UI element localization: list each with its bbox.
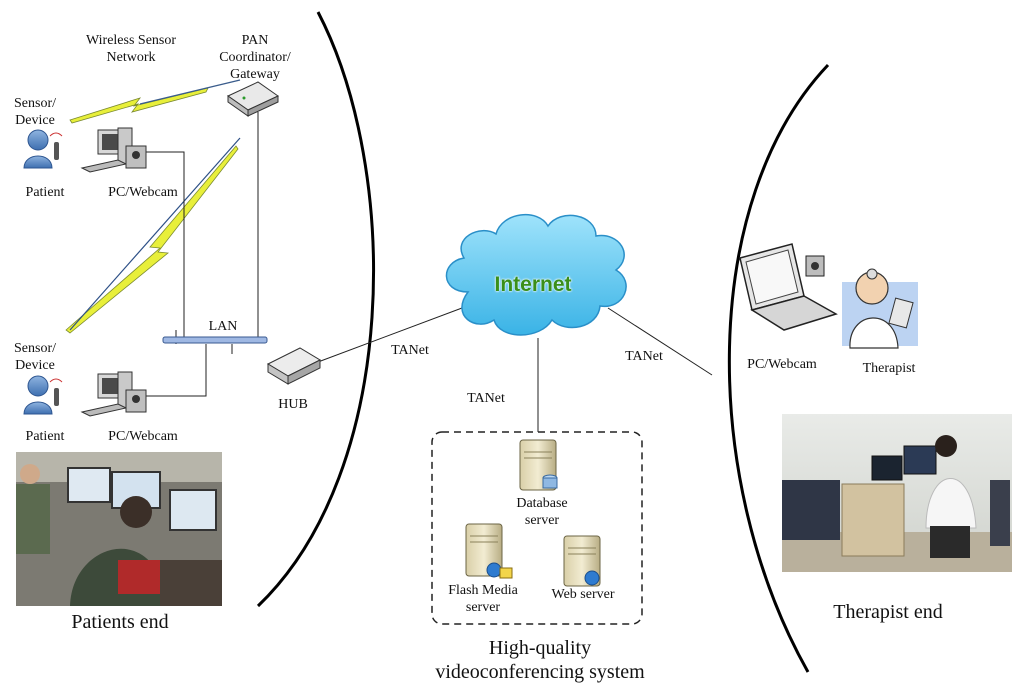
database-server xyxy=(519,439,558,491)
sensor-1-label-line2: Device xyxy=(15,113,55,128)
lan-label: LAN xyxy=(208,319,238,334)
pc-2 xyxy=(80,371,147,417)
videoconf-system-box xyxy=(431,431,643,625)
pc-2-label: PC/Webcam xyxy=(108,429,178,444)
web-server-label: Web server xyxy=(551,587,615,602)
hub-device xyxy=(266,347,322,385)
database-server-label-line1: Database xyxy=(516,496,568,511)
laptop-webcam xyxy=(739,243,838,331)
flash-media-server xyxy=(465,523,513,579)
flash-media-server-label-line1: Flash Media xyxy=(448,583,518,598)
internet-label: Internet xyxy=(494,273,572,296)
pc-1 xyxy=(80,127,147,173)
tanet-left-label: TANet xyxy=(391,343,429,358)
videoconf-system-title-line1: High-quality xyxy=(488,637,592,659)
pc1-cable xyxy=(146,151,185,340)
wireless-link-1 xyxy=(69,79,241,124)
sensor-1-label-line1: Sensor/ xyxy=(14,96,56,111)
patient-2-label: Patient xyxy=(25,429,65,444)
wsn-label-line1: Wireless Sensor xyxy=(85,33,177,48)
therapist-end-title: Therapist end xyxy=(833,601,943,623)
hub-internet-link xyxy=(317,304,471,363)
patients-end-title: Patients end xyxy=(71,611,169,633)
pc2-cable xyxy=(146,344,207,397)
therapist-avatar xyxy=(842,268,918,349)
patient-2-avatar xyxy=(23,375,63,415)
internet-therapist-link xyxy=(607,307,713,376)
gateway-device xyxy=(227,81,279,117)
therapist-label: Therapist xyxy=(862,361,916,376)
pc-1-label: PC/Webcam xyxy=(108,185,178,200)
videoconf-system-title-line2: videoconferencing system xyxy=(435,661,645,683)
flash-media-server-label-line2: server xyxy=(465,600,501,615)
pan-label-line2: Coordinator/ xyxy=(219,50,291,65)
therapist-photo xyxy=(782,414,1012,572)
patient-1-avatar xyxy=(23,129,63,169)
web-server xyxy=(563,535,601,587)
therapist-region-arc xyxy=(727,63,830,673)
tanet-center-label: TANet xyxy=(467,391,505,406)
lan-bus xyxy=(162,336,268,344)
database-server-label-line2: server xyxy=(524,513,560,528)
sensor-2-label-line2: Device xyxy=(15,358,55,373)
wsn-label-line2: Network xyxy=(106,50,156,65)
therapist-pc-label: PC/Webcam xyxy=(747,357,817,372)
patient-1-label: Patient xyxy=(25,185,65,200)
internet-cloud xyxy=(445,213,627,336)
tanet-right-label: TANet xyxy=(625,349,663,364)
pan-label-line1: PAN xyxy=(241,33,269,48)
wireless-link-2 xyxy=(65,137,241,334)
hub-label: HUB xyxy=(278,397,308,412)
patients-photo xyxy=(16,452,222,606)
pan-label-line3: Gateway xyxy=(230,67,280,82)
sensor-2-label-line1: Sensor/ xyxy=(14,341,56,356)
patients-region-arc xyxy=(256,11,376,608)
